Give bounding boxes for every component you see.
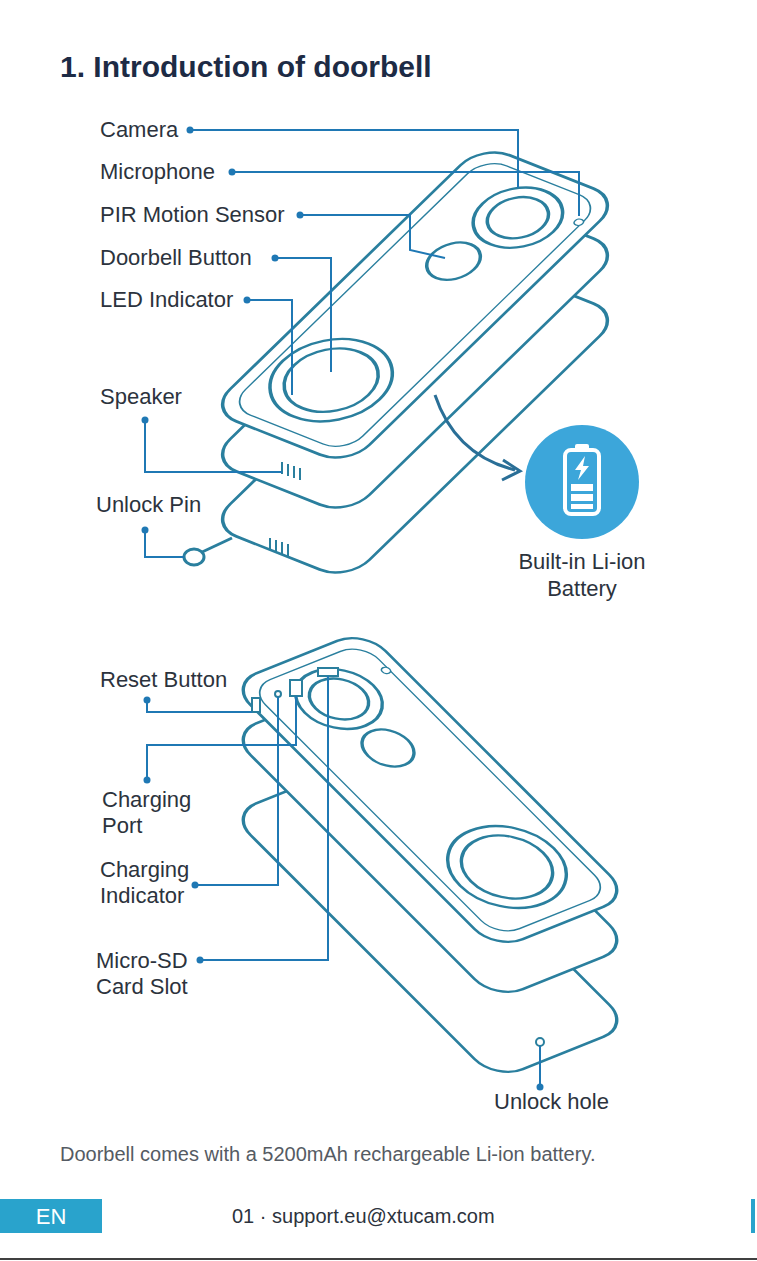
camera-lens [297,671,380,726]
leader-line [300,215,445,258]
battery-arrow [435,395,520,480]
leader-lines [145,130,579,1087]
vent-slot [287,464,289,476]
page-rule [0,1258,757,1260]
doorbell-back-view [230,630,631,1080]
vent-slot [275,540,277,552]
part-label: Reset Button [100,667,227,693]
leader-dot [229,169,236,176]
leader-line [247,300,292,395]
charging-indicator [275,691,281,697]
part-label: Unlock Pin [96,492,201,518]
leader-line [147,700,252,712]
sd-card-slot [318,668,338,676]
leader-dot [144,697,151,704]
part-label: Charging Indicator [100,857,220,909]
charging-port [290,680,302,696]
leader-line [275,258,331,372]
battery-level [571,504,593,509]
circle-fill [525,425,639,539]
leader-dot [272,255,279,262]
vent-slot [299,468,301,480]
led-ring [424,812,590,922]
pin-shaft [200,538,232,553]
part-label: LED Indicator [100,287,233,313]
vent-slot [293,466,295,478]
leader-dot [187,127,194,134]
leader-dot [197,957,204,964]
doorbell-button [443,825,571,910]
part-label: Speaker [100,384,182,410]
arrow-head [502,460,520,480]
part-label: Charging Port [102,787,212,839]
doorbell-face [230,630,631,950]
part-label: Micro-SD Card Slot [96,948,216,1000]
battery-body [565,450,599,514]
speaker-vents [270,462,300,556]
language-tab: EN [0,1199,102,1233]
vent-slot [281,542,283,554]
leader-dot [192,882,199,889]
leader-dot [142,527,149,534]
pir-sensor [351,723,424,772]
leader-line [195,697,278,885]
face-inner-edge [249,643,612,938]
unlock-pin [184,538,232,565]
microphone-hole [380,666,393,674]
part-label: Camera [100,117,178,143]
vent-slot [269,538,271,550]
pin-head [184,549,204,565]
charge-bolt [575,456,589,480]
part-label: PIR Motion Sensor [100,202,285,228]
leader-dot [297,212,304,219]
pir-sensor [416,236,491,286]
leader-line [200,676,328,960]
microphone-hole [572,218,585,227]
footer-bar [751,1199,755,1233]
leader-dots [142,127,544,1091]
battery-circle: Built-in Li-ion Battery [482,424,682,614]
leader-line [145,420,282,472]
node-caption: Built-in Li-ion Battery [497,548,667,602]
battery-level [571,494,593,501]
leader-line [145,530,184,557]
leader-dot [144,777,151,784]
part-label: Doorbell Button [100,245,252,271]
unlock-hole [536,1038,544,1046]
part-label: Unlock hole [494,1089,609,1115]
battery-level [571,484,593,491]
doorbell-face [208,144,621,466]
tab-text: EN [0,1203,102,1230]
footer-text: 01 · support.eu@xtucam.com [232,1203,495,1229]
circle-outline [482,424,682,542]
leader-line [190,130,518,188]
page-title: 1. Introduction of doorbell [60,50,432,84]
leader-dot [244,297,251,304]
leader-dot [142,417,149,424]
face-inner-edge [228,157,602,453]
vent-slot [287,544,289,556]
reset-button [252,698,260,712]
arrow-curve [435,395,515,470]
leader-line [539,1046,541,1087]
camera-lens [475,190,561,246]
caption-text: Doorbell comes with a 5200mAh rechargeab… [60,1143,595,1166]
leader-line [147,696,296,780]
part-label: Microphone [100,159,215,185]
